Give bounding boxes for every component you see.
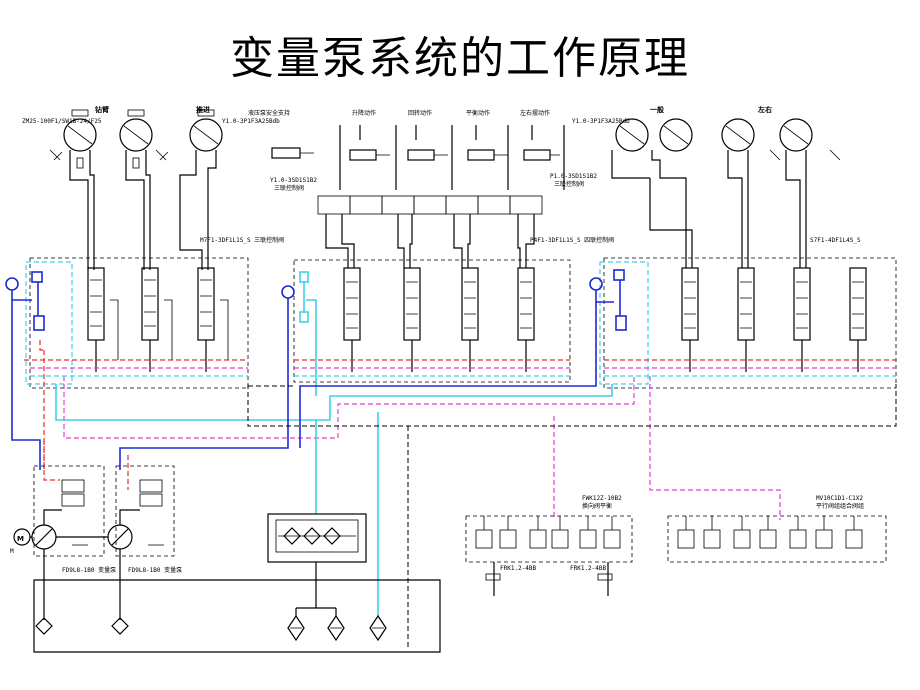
cylinder-group-middle (271, 125, 565, 268)
label-motor-left-top: ZM25-100F1/SW1B-24/F25 (22, 118, 102, 125)
label-left-bank: M7F1-3DF1L1S_S 三联控制阀 (200, 236, 284, 244)
label-cyl-top-4: 平衡动作 (466, 109, 490, 117)
motor-group-left (49, 109, 223, 270)
valve-bank-middle (281, 259, 571, 383)
label-cyl-top-3: 回转动作 (408, 109, 432, 117)
svg-text:P4F1-3DF1L1S_S 四联控制阀: P4F1-3DF1L1S_S 四联控制阀 (530, 236, 614, 244)
filter-manifold (267, 513, 387, 642)
label-cyl-top-5: 左右摆动作 (520, 109, 550, 117)
label-right-box-top2: 平行阀组组合阀组 (816, 502, 864, 510)
motor-group-right (611, 118, 841, 268)
svg-text:三联控制阀: 三联控制阀 (554, 180, 584, 188)
svg-text:M: M (17, 535, 24, 543)
page-title: 变量泵系统的工作原理 (230, 33, 690, 84)
label-valve-mid-right: P1.0-3SD1S1B2 (550, 173, 597, 180)
svg-text:S7F1-4DF1L4S_S: S7F1-4DF1L4S_S (810, 237, 861, 244)
label-motor-right-spec: Y1.0-3P1F3A25Bdb (572, 118, 630, 125)
tank (33, 549, 441, 653)
label-ps-low-2: 换向阀平衡 (582, 502, 612, 510)
label-motor-right-name1: 一般 (650, 105, 664, 114)
svg-text:FRK1.2-4BB: FRK1.2-4BB (500, 565, 537, 572)
label-motor-left-name2: 推进 (196, 105, 210, 114)
valve-bank-left (5, 257, 249, 389)
label-motor-right-name2: 左右 (757, 105, 772, 114)
label-ps-low-1: FWK12Z-10B2 (582, 495, 622, 502)
label-motor-left-name: 钻臂 (95, 105, 109, 114)
label-right-box-top1: MV10C1D1-C1X2 (816, 495, 863, 502)
label-cyl-top-2: 升降动作 (352, 109, 376, 117)
valve-bank-right (589, 257, 897, 389)
valve-block-lower-middle (465, 515, 633, 596)
valve-block-lower-right (667, 515, 887, 563)
svg-text:M: M (10, 548, 14, 555)
pipelines (11, 298, 897, 650)
pump-unit-left: M (13, 465, 175, 557)
label-motor-left-spec: Y1.0-3P1F3A25Bdb (222, 118, 280, 125)
svg-text:FD9L8-1B0 变量泵: FD9L8-1B0 变量泵 (62, 566, 116, 574)
label-valve-mid-left: Y1.0-3SD1S1B2 (270, 177, 317, 184)
label-cyl-top-1: 液压泵安全支持 (248, 109, 290, 117)
svg-text:FD9L8-1B0 变量泵: FD9L8-1B0 变量泵 (128, 566, 182, 574)
svg-text:FRK1.2-4BB: FRK1.2-4BB (570, 565, 607, 572)
svg-text:三联控制阀: 三联控制阀 (274, 184, 304, 192)
